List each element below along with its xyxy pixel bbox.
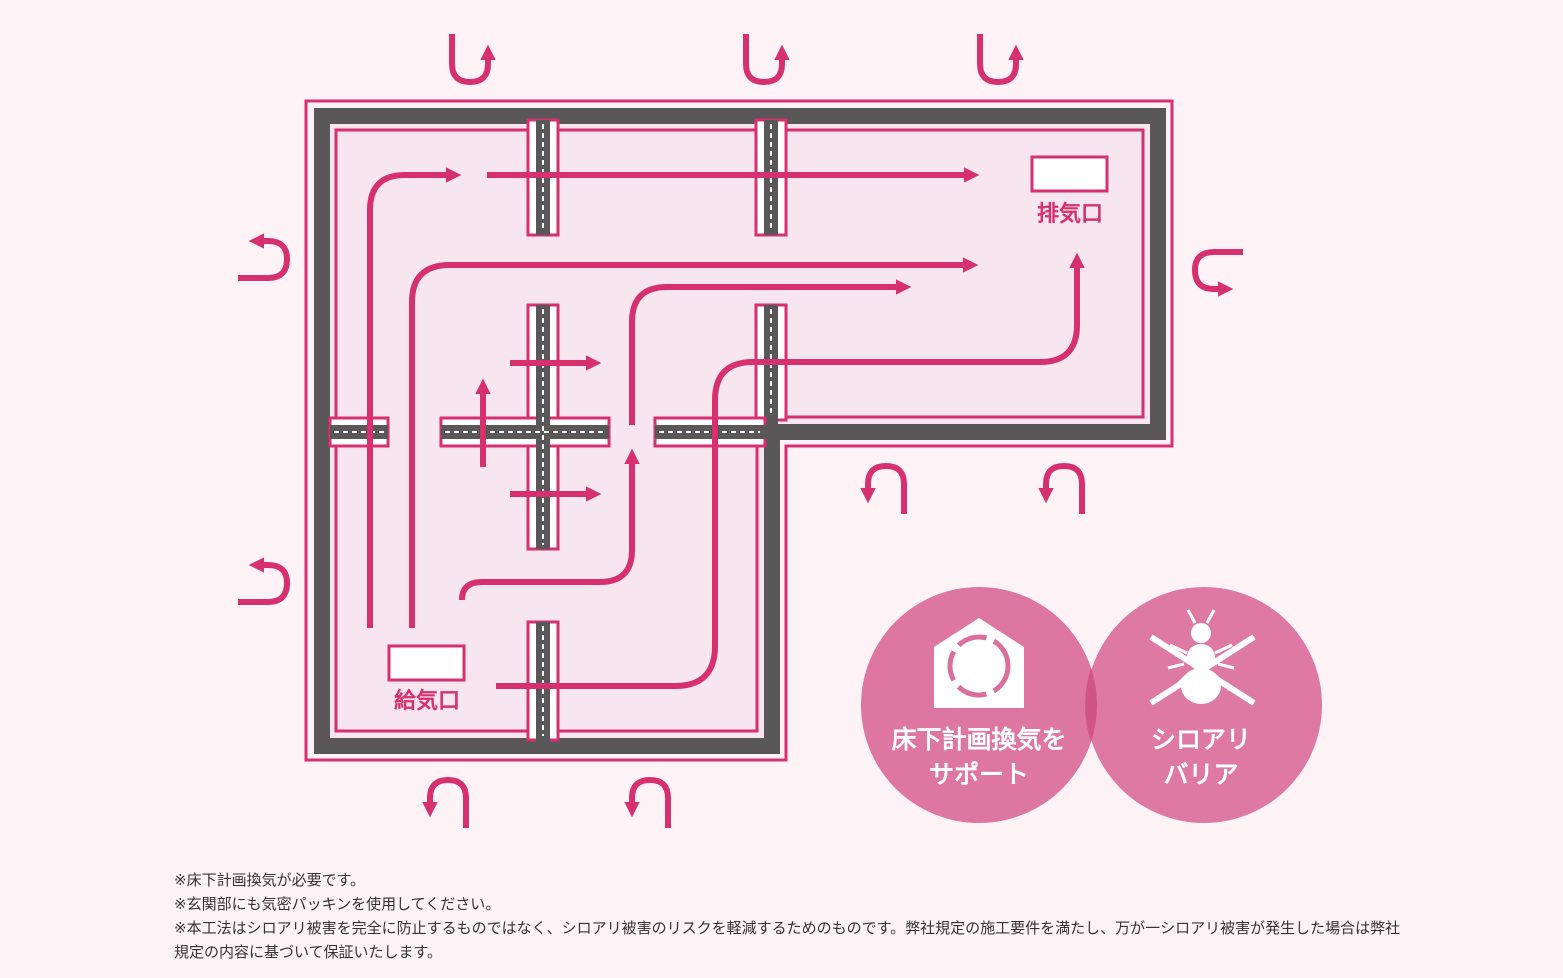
airflow-arrow [367, 167, 462, 628]
supply-vent [387, 644, 466, 682]
badge-text-line: サポート [929, 760, 1029, 789]
footnote: ※玄関部にも気密パッキンを使用してください。 [174, 895, 501, 913]
badge-text-line: バリア [1163, 760, 1238, 789]
uturn-arrow [1191, 249, 1243, 297]
badge-text-line: 床下計画換気を [891, 725, 1066, 754]
airflow-arrows [367, 167, 1085, 689]
airflow-arrow [629, 279, 912, 425]
uturn-arrow [743, 34, 790, 86]
footnote: ※本工法はシロアリ被害を完全に防止するものではなく、シロアリ被害のリスクを軽減す… [174, 919, 1401, 961]
uturn-arrow [449, 34, 496, 86]
airflow-arrow [409, 257, 979, 628]
airflow-arrow [496, 252, 1085, 689]
footnote: ※床下計画換気が必要です。 [174, 871, 366, 889]
uturn-arrow [860, 462, 907, 514]
outside-airflow [238, 34, 1243, 828]
badge-text-line: シロアリ [1151, 725, 1251, 754]
uturn-arrow [624, 776, 671, 828]
uturn-arrow [422, 776, 469, 828]
exhaust-vent [1030, 155, 1109, 193]
uturn-arrow [238, 233, 291, 281]
footnotes: ※床下計画換気が必要です。 ※玄関部にも気密パッキンを使用してください。 ※本工… [174, 868, 1404, 964]
termite-crossed-icon [1149, 609, 1256, 706]
uturn-arrow [977, 34, 1024, 86]
supply-vent-label: 給気口 [394, 688, 460, 714]
partition-wall [328, 416, 390, 448]
badge-termite-barrier [1086, 587, 1322, 823]
exhaust-vent-label: 排気口 [1037, 201, 1103, 227]
badge-overlap [1085, 668, 1097, 742]
partition-cross [439, 303, 611, 551]
floor-plan [304, 99, 1174, 762]
uturn-arrow [238, 557, 291, 605]
house-circulation-icon [934, 618, 1024, 708]
partition-wall [754, 303, 788, 430]
airflow-arrow [459, 448, 640, 601]
uturn-arrow [1038, 462, 1085, 514]
